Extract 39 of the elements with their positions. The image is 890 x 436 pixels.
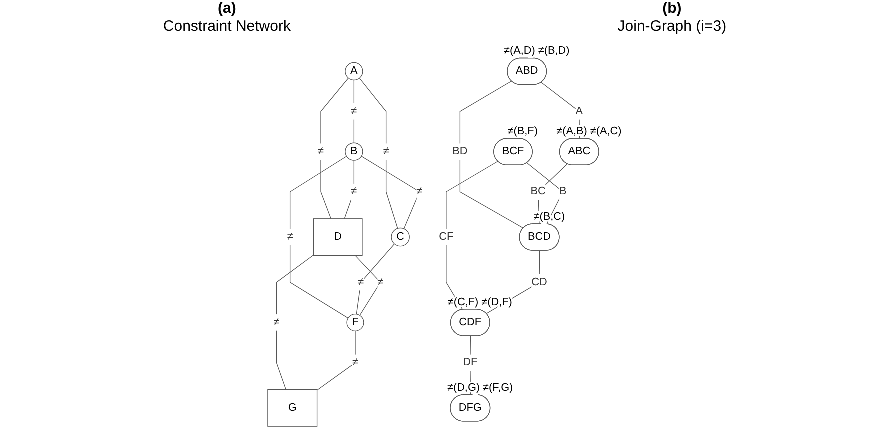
edge-label: ≠ <box>358 276 364 288</box>
edge-label: ≠ <box>287 231 294 243</box>
connector <box>460 80 524 229</box>
edge-label: DF <box>463 356 478 368</box>
connector <box>344 160 355 220</box>
edge-label: CF <box>439 231 454 243</box>
edge-label: BC <box>530 186 546 198</box>
connector <box>356 244 395 315</box>
node-circle: B <box>345 142 364 161</box>
connector <box>290 156 349 319</box>
connector <box>354 80 355 144</box>
edge-label: BD <box>452 146 468 158</box>
edge-label: ≠ <box>383 146 390 158</box>
node-circle: C <box>391 228 410 247</box>
edge-label: ≠ <box>274 316 280 328</box>
edge-label: ≠ <box>352 356 358 368</box>
edge-label: ≠ <box>416 186 423 198</box>
node-box: G <box>268 389 318 427</box>
connector <box>316 330 356 391</box>
node-box: D <box>313 218 363 256</box>
panel-title: Join-Graph (i=3) <box>618 18 727 36</box>
constraint-note: ≠(A,D) ≠(B,D) <box>504 45 570 58</box>
edge-label: B <box>560 186 567 198</box>
connector <box>320 78 349 220</box>
panel-title: Constraint Network <box>163 18 291 36</box>
connector <box>446 161 498 310</box>
panel-letter: (a) <box>217 0 238 18</box>
edge-label: ≠ <box>378 276 384 288</box>
connector <box>276 254 314 390</box>
connector <box>359 78 398 229</box>
edge-label: ≠ <box>351 186 358 198</box>
node-circle: A <box>345 62 364 81</box>
edge-label: ≠ <box>318 146 324 158</box>
node-circle: F <box>346 314 364 332</box>
edge-label: CD <box>532 276 548 288</box>
edge-label: ≠ <box>351 106 358 118</box>
edge-label: A <box>576 106 584 118</box>
panel-letter: (b) <box>662 0 683 18</box>
constraint-note: ≠(B,F) <box>508 126 538 138</box>
